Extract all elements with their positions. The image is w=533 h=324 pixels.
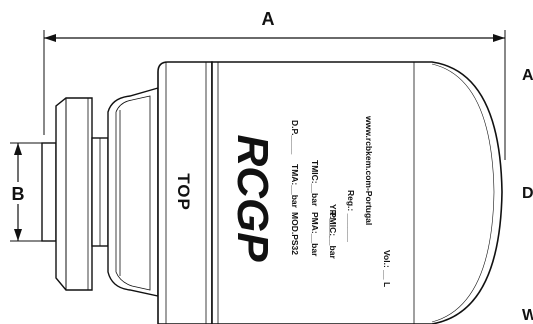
top-marking: TOP xyxy=(174,173,193,211)
brand-logo: RCGP xyxy=(228,134,277,262)
dimension-b-label: B xyxy=(12,184,25,204)
plate-row2-model: MOD.PS32 xyxy=(290,212,300,255)
plate-row1-dp: D.P.____ xyxy=(290,120,300,155)
plate-row2-reg: Reg.: ______ xyxy=(346,190,356,242)
plate-row3-vol: Vol.: __ L xyxy=(382,250,392,287)
edge-letter-a: A xyxy=(522,67,533,84)
plate-row1-yr: YR:____ xyxy=(328,204,338,238)
tapered-collar xyxy=(107,87,159,297)
accumulator-body xyxy=(211,61,503,324)
dimension-a-label: A xyxy=(262,9,275,29)
dimension-b: B xyxy=(6,142,42,242)
lower-shell: TOP xyxy=(157,61,213,324)
logo-text: RCGP xyxy=(228,134,277,262)
dimension-a: A xyxy=(43,9,506,160)
plate-row1-tmic: TMIC:__bar xyxy=(310,160,320,207)
plate-row2-website: www.rcbkem.com-Portugal xyxy=(364,115,374,225)
plate-row2-pmic: PMIC:__bar xyxy=(328,212,338,259)
edge-letter-d: D xyxy=(522,185,533,202)
plate-row1-tma: TMA:__bar xyxy=(290,164,300,209)
connection-flange xyxy=(41,97,109,291)
edge-letter-w: W xyxy=(522,307,533,324)
plate-row2-pma: PMA:__bar xyxy=(310,212,320,257)
edge-letters: A D W xyxy=(522,67,533,324)
nameplate: D.P.____ TMA:__bar TMIC:__bar YR:____ MO… xyxy=(290,115,392,287)
